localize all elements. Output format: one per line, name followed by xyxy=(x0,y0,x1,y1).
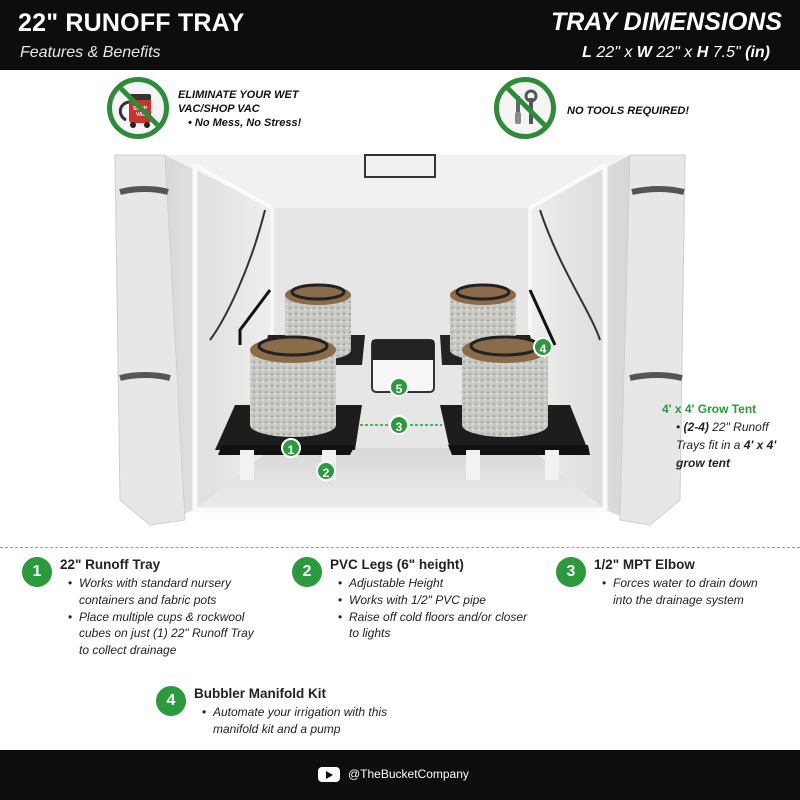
grow-tent-svg xyxy=(114,154,686,526)
dim-w-label: W xyxy=(636,44,652,61)
scene-label-1: 1 xyxy=(281,438,301,458)
no-shop-vac-icon: SHOP VAC xyxy=(107,77,169,139)
callout-shop-vac-title-2: VAC/SHOP VAC xyxy=(178,103,260,115)
dim-unit: (in) xyxy=(745,44,770,61)
scene-label-5: 5 xyxy=(389,377,409,397)
feature-2-bullet: Adjustable Height xyxy=(338,575,528,592)
feature-1-bullet: Place multiple cups & rockwool cubes on … xyxy=(68,609,264,659)
tent-fit-body: • (2-4) 22" Runoff Trays fit in a 4' x 4… xyxy=(676,420,777,470)
feature-4-bullet: Automate your irrigation with this manif… xyxy=(202,704,402,738)
dim-sep-1: x xyxy=(624,44,633,61)
tent-fit-title: 4' x 4' Grow Tent xyxy=(662,402,757,416)
callout-shop-vac: ELIMINATE YOUR WET VAC/SHOP VAC • No Mes… xyxy=(178,88,301,130)
feature-2-bullet: Works with 1/2" PVC pipe xyxy=(338,592,528,609)
feature-3-bullets: Forces water to drain down into the drai… xyxy=(602,575,772,609)
dim-l-value: 22" xyxy=(596,44,620,61)
tent-fit-note: 4' x 4' Grow Tent • (2-4) 22" Runoff Tra… xyxy=(662,400,792,472)
feature-2-bullets: Adjustable Height Works with 1/2" PVC pi… xyxy=(338,575,528,642)
tent-fit-bold-tail: 4' x 4' grow tent xyxy=(676,438,777,470)
dimensions-title: TRAY DIMENSIONS xyxy=(550,8,782,36)
callout-shop-vac-sub-text: No Mess, No Stress! xyxy=(194,117,302,129)
feature-2-bullet: Raise off cold floors and/or closer to l… xyxy=(338,609,528,643)
page-subtitle: Features & Benefits xyxy=(20,44,161,61)
feature-1-bullets: Works with standard nursery containers a… xyxy=(68,575,264,659)
scene-label-2: 2 xyxy=(316,461,336,481)
dim-l-label: L xyxy=(582,44,592,61)
dim-h-label: H xyxy=(696,44,709,61)
dimensions-values: L 22" x W 22" x H 7.5" (in) xyxy=(582,44,770,62)
youtube-icon[interactable] xyxy=(318,767,340,782)
feature-4-title: Bubbler Manifold Kit xyxy=(194,686,326,701)
header-bar: 22" RUNOFF TRAY Features & Benefits TRAY… xyxy=(0,0,800,70)
footer-bar: @TheBucketCompany xyxy=(0,750,800,800)
callout-no-tools: NO TOOLS REQUIRED! xyxy=(567,105,690,117)
scene-label-4: 4 xyxy=(533,337,553,357)
feature-3-bullet: Forces water to drain down into the drai… xyxy=(602,575,772,609)
tent-fit-bold: (2-4) xyxy=(683,420,709,434)
page-title: 22" RUNOFF TRAY xyxy=(18,9,245,37)
svg-text:VAC: VAC xyxy=(136,112,147,118)
feature-4-badge: 4 xyxy=(156,686,186,716)
feature-3-badge: 3 xyxy=(556,557,586,587)
dim-h-value: 7.5" xyxy=(712,44,741,61)
feature-1-bullet: Works with standard nursery containers a… xyxy=(68,575,264,609)
scene-label-3: 3 xyxy=(389,415,409,435)
dim-sep-2: x xyxy=(684,44,693,61)
feature-1-badge: 1 xyxy=(22,557,52,587)
feature-4-bullets: Automate your irrigation with this manif… xyxy=(202,704,402,738)
no-tools-icon xyxy=(494,77,556,139)
social-handle[interactable]: @TheBucketCompany xyxy=(348,767,469,781)
feature-2-badge: 2 xyxy=(292,557,322,587)
callout-shop-vac-title-1: ELIMINATE YOUR WET xyxy=(178,89,299,101)
section-divider xyxy=(0,547,800,548)
feature-1-title: 22" Runoff Tray xyxy=(60,557,161,572)
feature-2-title: PVC Legs (6" height) xyxy=(330,557,464,572)
tent-fit-text: 22" Runoff Trays fit in a xyxy=(676,420,769,452)
callout-shop-vac-sub: • No Mess, No Stress! xyxy=(188,117,302,129)
dim-w-value: 22" xyxy=(656,44,680,61)
grow-tent-illustration: 1 2 3 4 5 xyxy=(0,150,800,535)
feature-3-title: 1/2" MPT Elbow xyxy=(594,557,695,572)
